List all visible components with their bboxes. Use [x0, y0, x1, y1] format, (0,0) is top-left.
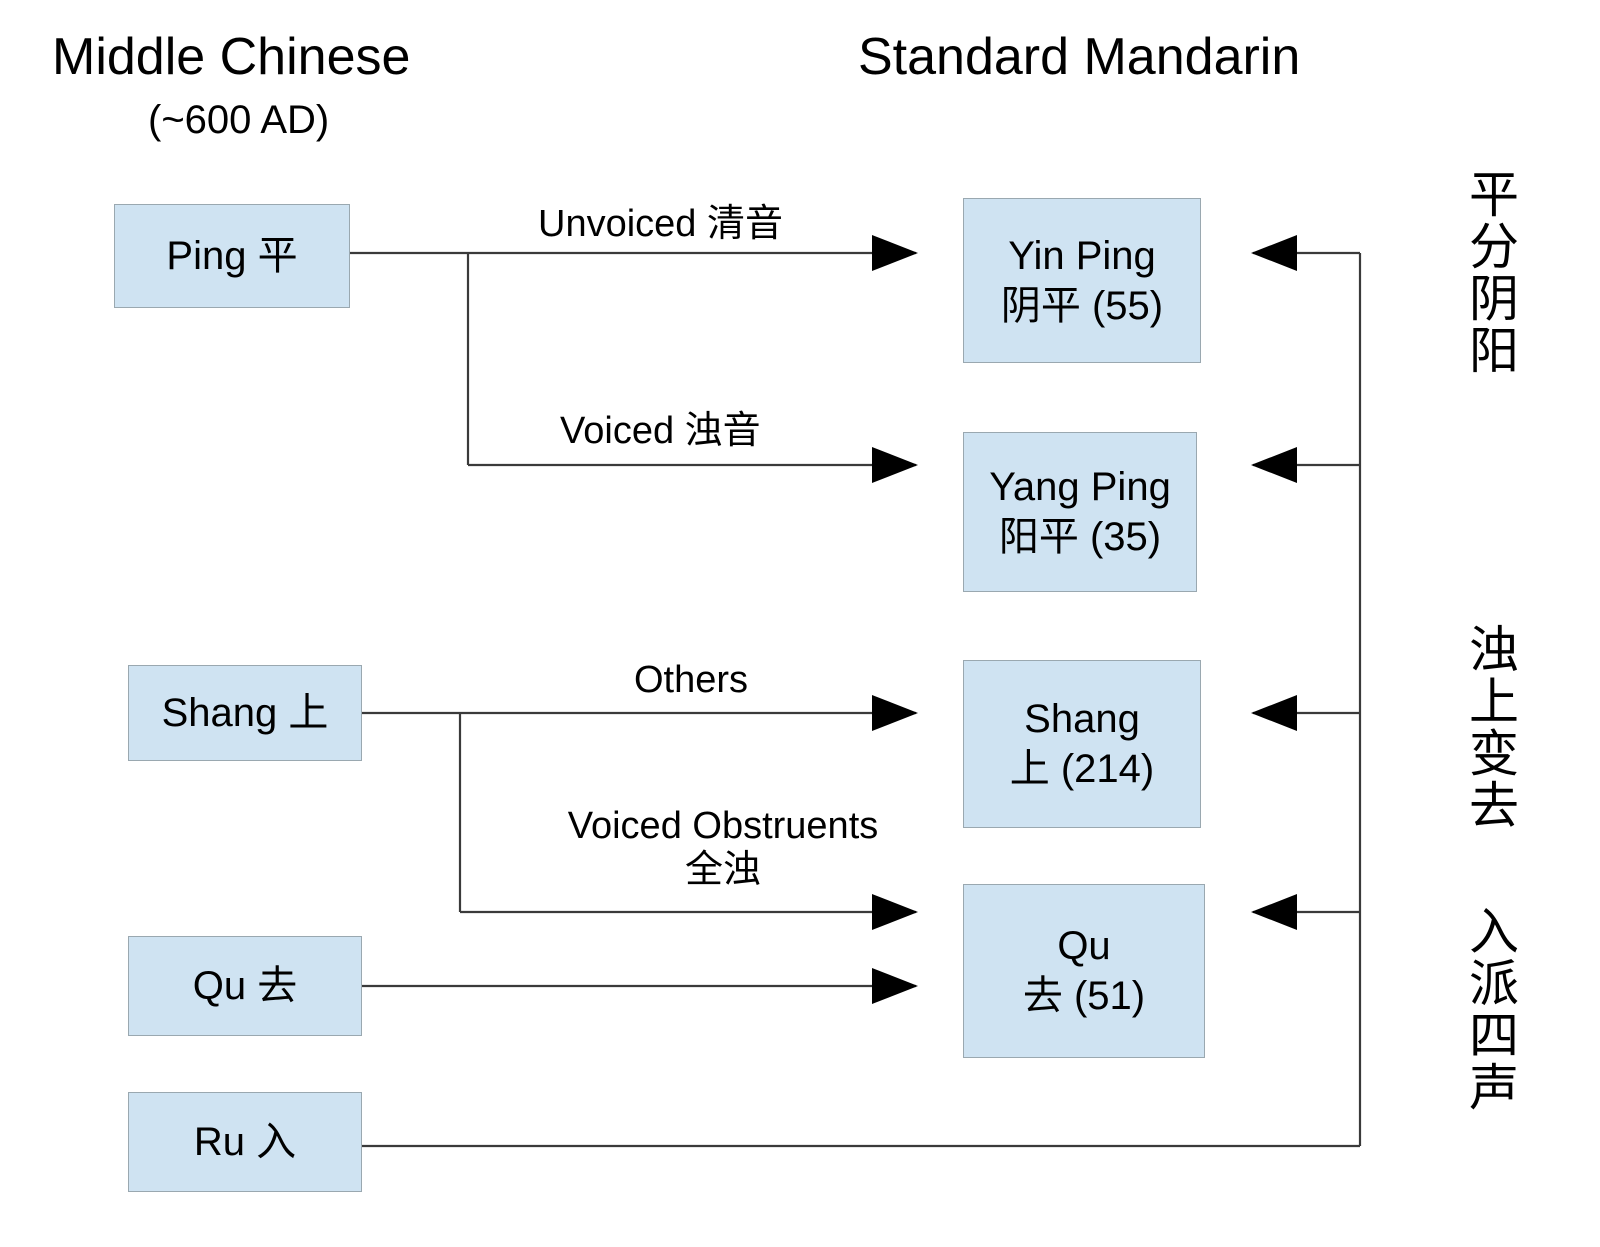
left-column-title: Middle Chinese [52, 28, 411, 86]
edge-label-voiced: Voiced 浊音 [560, 410, 761, 454]
mc-tone-box-ru[interactable]: Ru 入 [128, 1092, 362, 1192]
edge-label-unvoiced-text: Unvoiced 清音 [538, 203, 783, 245]
edge-label-unvoiced: Unvoiced 清音 [538, 203, 783, 247]
left-column-subtitle: (~600 AD) [148, 98, 330, 142]
vertical-note-ping-split: 平分阴阳 [1462, 168, 1518, 376]
edge-label-voiced-obstruents-line1: Voiced Obstruents [567, 805, 879, 847]
sm-tone-label-yin-ping-line1: Yin Ping [1008, 233, 1156, 278]
mc-tone-box-ping[interactable]: Ping 平 [114, 204, 350, 308]
edge-label-voiced-text: Voiced 浊音 [560, 410, 761, 452]
mc-tone-box-shang[interactable]: Shang 上 [128, 665, 362, 761]
mc-tone-label-ping: Ping 平 [166, 234, 298, 278]
sm-tone-label-qu-line2: 去 (51) [1022, 974, 1146, 1018]
sm-tone-label-yang-ping-line2: 阳平 (35) [998, 515, 1162, 559]
edge-label-others: Others [634, 659, 748, 703]
vertical-note-ru-split: 入派四声 [1462, 905, 1518, 1113]
edge-label-voiced-obstruents-line2: 全浊 [684, 848, 761, 891]
mc-tone-label-qu: Qu 去 [192, 964, 298, 1008]
sm-tone-label-yang-ping-line1: Yang Ping [989, 465, 1171, 509]
sm-tone-label-shang-line2: 上 (214) [1009, 747, 1155, 791]
sm-tone-label-yin-ping-line2: 阴平 (55) [1000, 283, 1164, 328]
sm-tone-box-shang[interactable]: Shang 上 (214) [963, 660, 1201, 828]
sm-tone-box-yang-ping[interactable]: Yang Ping 阳平 (35) [963, 432, 1197, 592]
edge-label-others-text: Others [634, 659, 749, 701]
mc-tone-label-shang: Shang 上 [161, 691, 329, 735]
sm-tone-label-qu-line1: Qu [1057, 924, 1111, 968]
sm-tone-box-qu[interactable]: Qu 去 (51) [963, 884, 1205, 1058]
right-column-title: Standard Mandarin [858, 28, 1301, 86]
mc-tone-label-ru: Ru 入 [193, 1120, 297, 1164]
sm-tone-box-yin-ping[interactable]: Yin Ping 阴平 (55) [963, 198, 1201, 363]
sm-tone-label-shang-line1: Shang [1024, 697, 1140, 741]
vertical-note-zhuo-shang: 浊上变去 [1462, 623, 1518, 831]
mc-tone-box-qu[interactable]: Qu 去 [128, 936, 362, 1036]
edge-label-voiced-obstruents: Voiced Obstruents 全浊 [537, 805, 909, 892]
